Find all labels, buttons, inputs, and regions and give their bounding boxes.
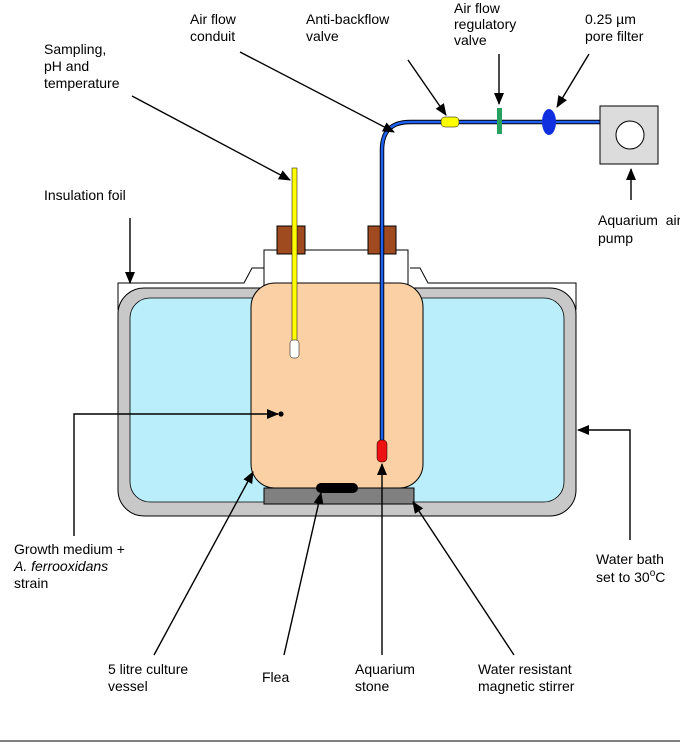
label-flea: Flea: [262, 669, 289, 685]
aquarium-stone: [376, 439, 388, 463]
sampling-probe-tip: [289, 339, 300, 359]
insulation-foil-right: [410, 267, 577, 310]
culture-vessel-neck: [263, 249, 409, 287]
arrow-sampling-probe: [131, 95, 291, 181]
pump-outlet-circle: [615, 120, 645, 150]
sampling-probe: [291, 167, 298, 345]
pore-filter: [542, 109, 556, 135]
arrow-growth-medium: [73, 409, 279, 536]
arrow-anti-backflow-valve: [407, 59, 447, 116]
arrow-culture-vessel: [153, 471, 254, 656]
label-insulation-foil: Insulation foil: [44, 187, 126, 203]
growth-medium-dot: [278, 411, 284, 417]
insulation-foil-left: [117, 267, 266, 310]
arrow-magnetic-stirrer: [412, 501, 515, 656]
vessel-cap-left: [276, 225, 306, 255]
anti-backflow-valve: [440, 116, 460, 128]
culture-vessel: [250, 282, 424, 489]
regulatory-valve: [497, 108, 502, 134]
arrow-flea: [283, 492, 324, 656]
arrow-pore-filter: [556, 53, 590, 108]
arrow-water-bath: [577, 425, 631, 540]
arrow-air-flow-conduit: [239, 51, 395, 133]
flea: [316, 483, 358, 493]
